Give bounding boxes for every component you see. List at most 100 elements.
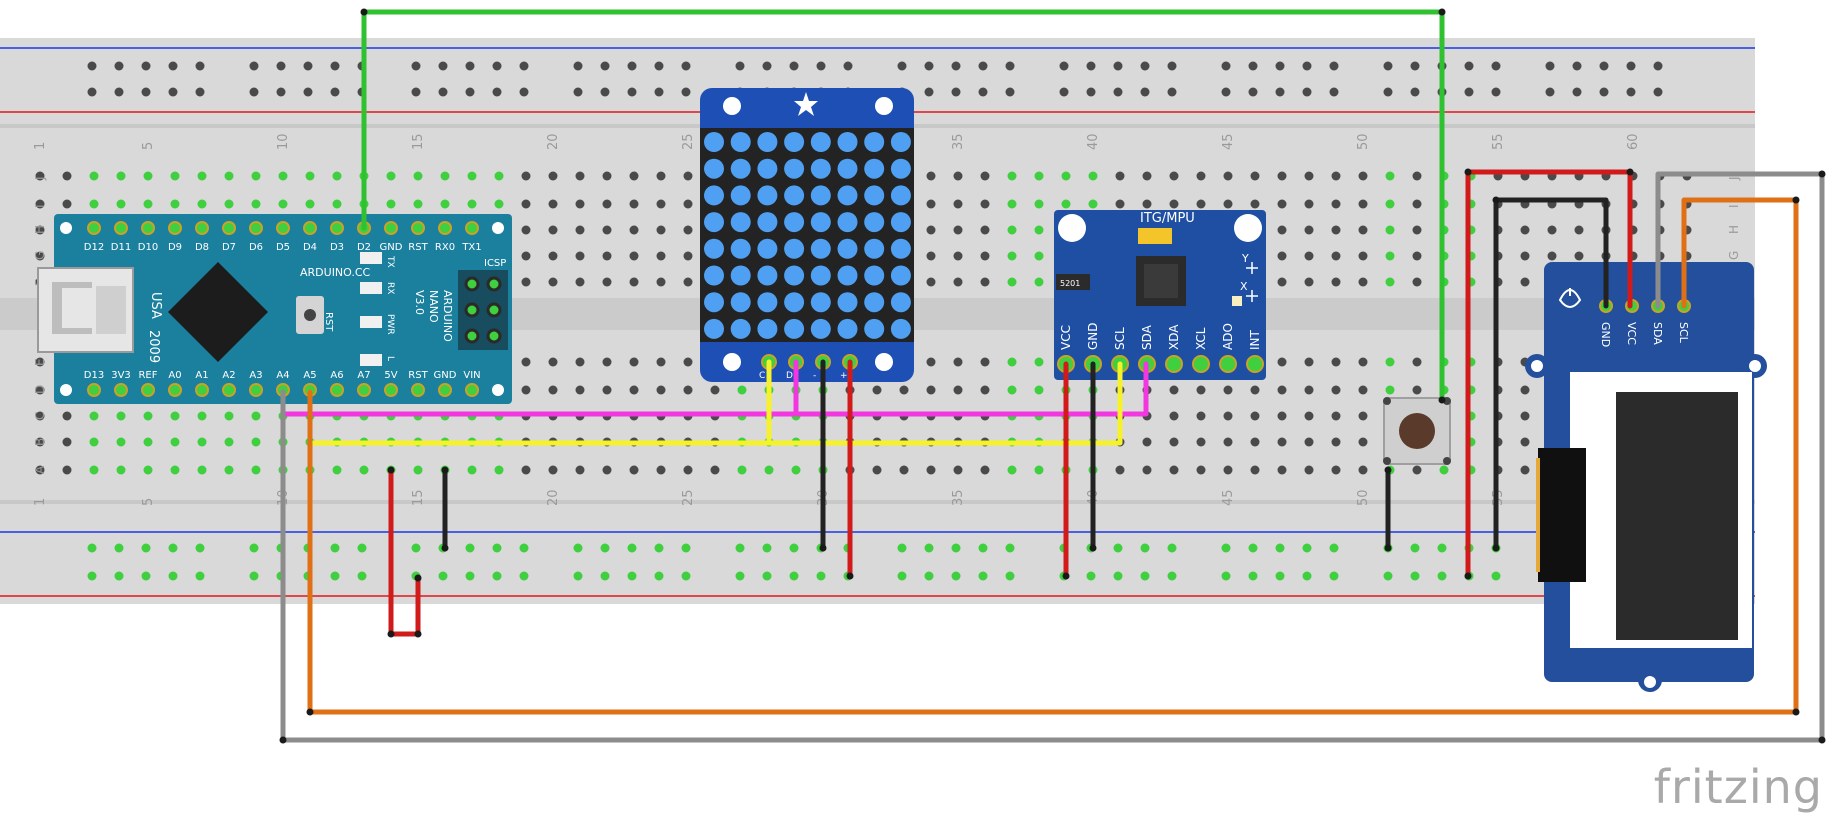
rail-hole	[654, 61, 664, 71]
wire-gray-a4-oled-sda[interactable]	[280, 171, 1825, 743]
column-number: 20	[546, 489, 561, 506]
arduino-pin[interactable]	[411, 221, 425, 235]
rail-hole	[816, 571, 826, 581]
wire-endpoint	[387, 630, 395, 638]
arduino-pin-label: D6	[249, 242, 263, 253]
arduino-pin[interactable]	[195, 383, 209, 397]
matrix-led-grid	[700, 128, 914, 342]
breadboard-hole	[1412, 385, 1422, 395]
arduino-nano[interactable]: USA 2009 ARDUINO.CC RST ARDUINO NANO V3.…	[37, 214, 512, 404]
wire-black-oled-gnd[interactable]	[1493, 197, 1609, 551]
oled-pin-label: GND	[1599, 322, 1612, 347]
arduino-pin[interactable]	[438, 383, 452, 397]
arduino-pin[interactable]	[303, 221, 317, 235]
rail-hole	[1410, 61, 1420, 71]
arduino-pin[interactable]	[114, 221, 128, 235]
breadboard-hole	[1061, 171, 1071, 181]
breadboard-hole	[1304, 225, 1314, 235]
breadboard-hole	[1574, 225, 1584, 235]
rail-hole	[1599, 61, 1609, 71]
breadboard-hole	[251, 199, 261, 209]
arduino-pin[interactable]	[384, 221, 398, 235]
push-button[interactable]	[1383, 397, 1451, 465]
breadboard-hole	[1358, 251, 1368, 261]
breadboard-hole	[953, 225, 963, 235]
mount-hole	[1531, 360, 1543, 372]
row-letter: G	[33, 251, 47, 260]
wire-green-d2-button[interactable]	[361, 9, 1445, 403]
arduino-pin[interactable]	[141, 383, 155, 397]
breadboard-hole	[143, 465, 153, 475]
arduino-pin[interactable]	[276, 221, 290, 235]
mpu-pin[interactable]	[1192, 355, 1210, 373]
breadboard-hole	[1331, 199, 1341, 209]
breadboard-hole	[710, 465, 720, 475]
rail-hole	[141, 61, 151, 71]
mpu-pin[interactable]	[1219, 355, 1237, 373]
arduino-pin[interactable]	[384, 383, 398, 397]
arduino-pin[interactable]	[330, 221, 344, 235]
breadboard-hole	[602, 385, 612, 395]
breadboard-hole	[953, 357, 963, 367]
mpu-title: ITG/MPU	[1140, 211, 1195, 226]
led-tx-label: TX	[385, 255, 395, 268]
wire-red-5v-loop[interactable]	[388, 467, 421, 637]
arduino-pin-label: GND	[380, 242, 403, 253]
arduino-pin[interactable]	[222, 383, 236, 397]
rail-hole	[1302, 543, 1312, 553]
arduino-pin[interactable]	[438, 221, 452, 235]
led-pwr	[360, 316, 382, 328]
column-number: 45	[1221, 489, 1236, 506]
arduino-pin[interactable]	[465, 221, 479, 235]
button-cap[interactable]	[1399, 413, 1435, 449]
breadboard-hole	[656, 277, 666, 287]
arduino-pin-label: 5V	[384, 370, 397, 381]
column-number: 10	[276, 133, 291, 150]
arduino-cc-label: ARDUINO.CC	[300, 266, 371, 279]
arduino-pin-label: A2	[222, 370, 235, 381]
rail-hole	[195, 571, 205, 581]
arduino-pin[interactable]	[141, 221, 155, 235]
arduino-pin[interactable]	[114, 383, 128, 397]
rail-hole	[951, 87, 961, 97]
breadboard-hole	[1331, 411, 1341, 421]
arduino-pin[interactable]	[168, 383, 182, 397]
breadboard-hole	[926, 251, 936, 261]
arduino-pin-label: D2	[357, 242, 371, 253]
rail-hole	[492, 543, 502, 553]
arduino-pin[interactable]	[249, 221, 263, 235]
arduino-pin[interactable]	[411, 383, 425, 397]
wire-orange-a5-oled-scl[interactable]	[307, 197, 1799, 715]
wire-red-oled-vcc[interactable]	[1465, 169, 1633, 579]
breadboard-hole	[35, 225, 45, 235]
arduino-pin[interactable]	[222, 221, 236, 235]
mpu-pin[interactable]	[1246, 355, 1264, 373]
breadboard-hole	[683, 251, 693, 261]
breadboard-hole	[1358, 277, 1368, 287]
breadboard-hole	[1331, 437, 1341, 447]
arduino-pin[interactable]	[87, 383, 101, 397]
breadboard-hole	[278, 171, 288, 181]
mpu-pin[interactable]	[1165, 355, 1183, 373]
matrix-led	[730, 265, 751, 286]
arduino-pin-label: RX0	[435, 242, 455, 253]
breadboard-hole	[1547, 251, 1557, 261]
breadboard-hole	[1520, 385, 1530, 395]
arduino-pin[interactable]	[249, 383, 263, 397]
arduino-pin[interactable]	[168, 221, 182, 235]
arduino-pin[interactable]	[195, 221, 209, 235]
column-number: 5	[141, 498, 156, 506]
breadboard-hole	[980, 385, 990, 395]
matrix-led	[757, 292, 778, 313]
arduino-pin[interactable]	[330, 383, 344, 397]
wire-endpoints	[279, 8, 1826, 744]
rail-hole	[1383, 571, 1393, 581]
arduino-pin[interactable]	[357, 383, 371, 397]
arduino-pin[interactable]	[465, 383, 479, 397]
rail-hole	[1302, 61, 1312, 71]
arduino-pin[interactable]	[87, 221, 101, 235]
